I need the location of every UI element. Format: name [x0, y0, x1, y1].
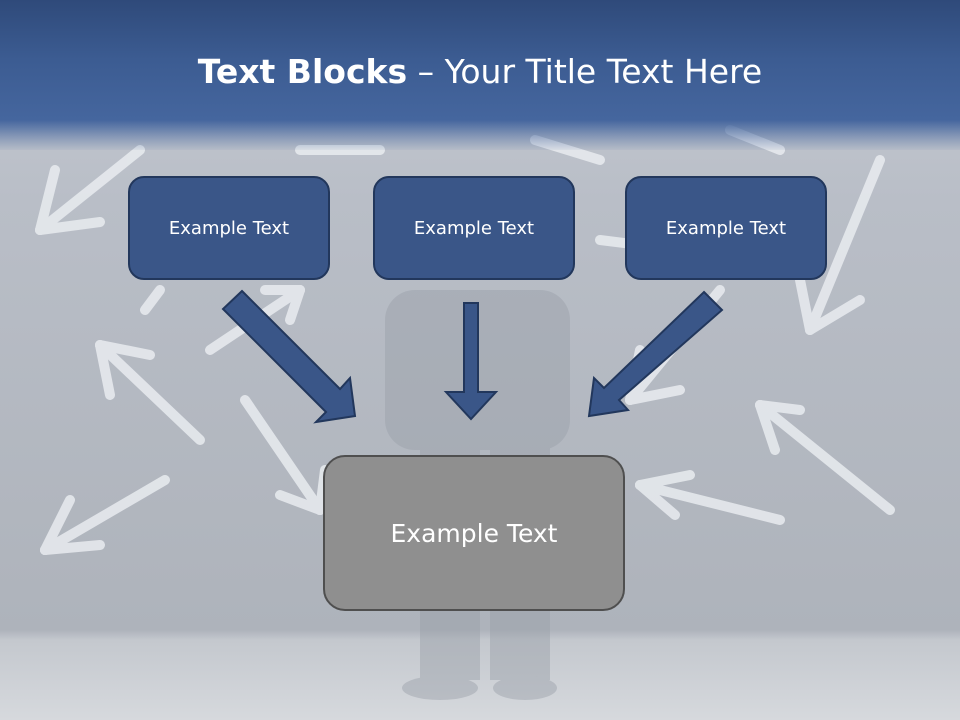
title-bold: Text Blocks	[197, 52, 408, 91]
text-block-top-right-label: Example Text	[665, 217, 787, 239]
text-block-bottom-label: Example Text	[390, 518, 558, 548]
text-block-top-center-label: Example Text	[413, 217, 535, 239]
arrow-left-to-bottom-icon	[221, 289, 357, 424]
text-block-top-center[interactable]: Example Text	[373, 176, 575, 280]
slide-title: Text Blocks – Your Title Text Here	[0, 52, 960, 91]
text-block-top-right[interactable]: Example Text	[625, 176, 827, 280]
title-regular: Your Title Text Here	[444, 52, 763, 91]
arrow-center-down-icon	[443, 302, 499, 421]
title-bar	[0, 0, 960, 150]
text-block-top-left[interactable]: Example Text	[128, 176, 330, 280]
text-block-top-left-label: Example Text	[168, 217, 290, 239]
title-separator: –	[407, 52, 445, 91]
text-block-bottom[interactable]: Example Text	[323, 455, 625, 611]
arrow-right-to-bottom-icon	[587, 290, 724, 418]
